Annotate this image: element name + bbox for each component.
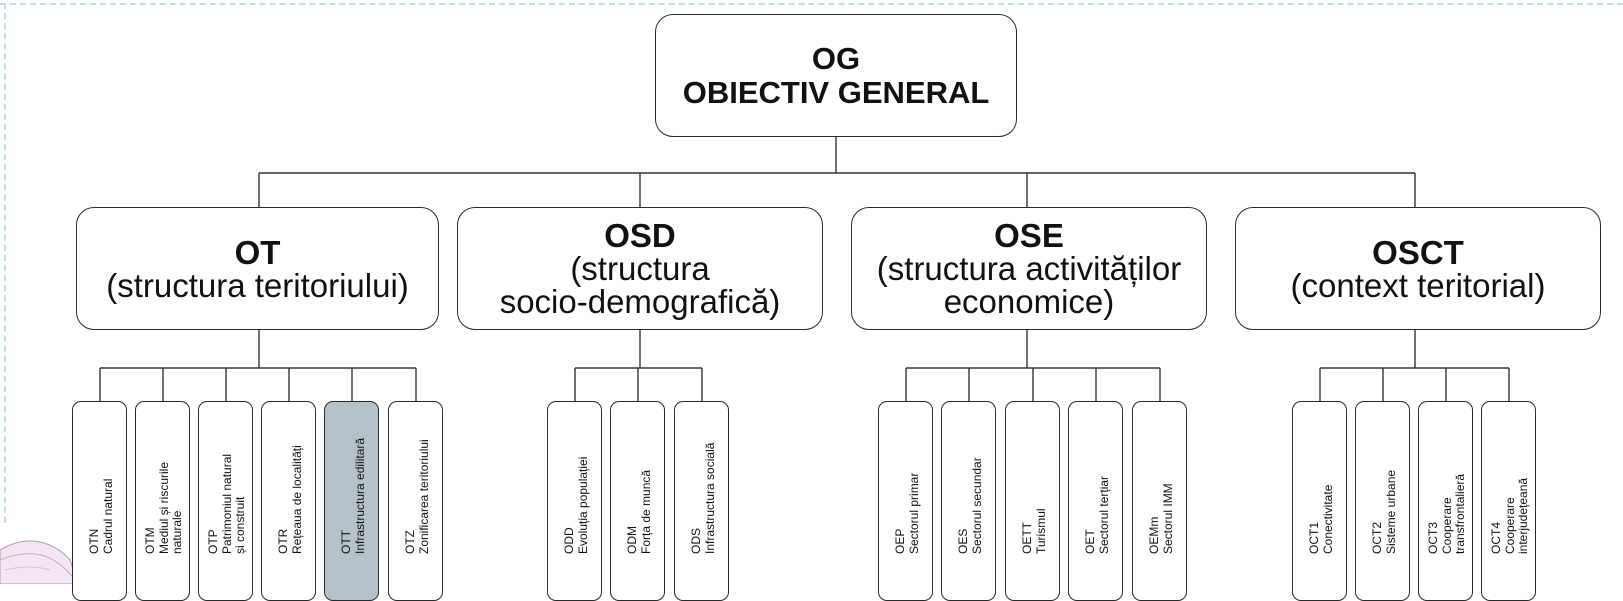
leaf-label: Conectivitate <box>1320 484 1334 554</box>
page-border-top <box>0 3 1623 5</box>
leaf-code: OTP <box>205 529 220 554</box>
leaf-code: OET <box>1082 529 1097 554</box>
leaf-code: OETT <box>1019 522 1034 554</box>
leaf-label: Sectorul secundar <box>969 457 983 554</box>
leaf-label: Forța de muncă <box>638 469 652 554</box>
group-code: OSCT <box>1372 233 1464 271</box>
leaf-label: Cooperare <box>1502 497 1517 554</box>
group-title: (context teritorial) <box>1290 266 1546 304</box>
leaf-label: Sectorul primar <box>906 472 920 554</box>
leaf-label: Patrimoniul natural <box>219 453 234 554</box>
group-code: OT <box>234 233 281 271</box>
leaf-label: Cooperare <box>1439 497 1454 554</box>
leaf-label: Infrastructura socială <box>702 442 716 554</box>
group-title-line2: socio-demografică) <box>499 283 781 320</box>
leaf-code: ODD <box>561 527 576 554</box>
root-title: OBIECTIV GENERAL <box>682 74 990 110</box>
group-title-line2: economice) <box>943 283 1115 320</box>
leaf-label: Sisteme urbane <box>1383 469 1397 554</box>
leaf-code: OTZ <box>402 530 417 554</box>
group-node-ot: OT (structura teritoriului) <box>76 207 439 330</box>
group-title: (structura teritoriului) <box>106 266 409 304</box>
map-fragment-image <box>0 540 79 584</box>
group-code: OSD <box>604 217 676 254</box>
leaf-label: Turismul <box>1033 508 1047 554</box>
leaf-code: ODM <box>624 526 639 554</box>
leaf-code: OEP <box>892 528 907 554</box>
group-node-osd: OSD (structura socio-demografică) <box>457 207 823 330</box>
leaf-code: ODS <box>688 527 703 554</box>
leaf-label: Rețeaua de localități <box>289 445 303 554</box>
page-border-left <box>4 3 6 523</box>
leaf-label-line2: transfrontalieră <box>1452 473 1467 554</box>
leaf-label: Zonificarea teritoriului <box>416 439 430 554</box>
leaf-label-line2: naturale <box>169 510 184 554</box>
leaf-label: Evoluția populației <box>575 456 589 554</box>
leaf-code: OES <box>955 528 970 554</box>
leaf-label: Cadrul natural <box>100 478 114 554</box>
root-node-og: OG OBIECTIV GENERAL <box>655 14 1017 137</box>
connector-lines <box>99 137 1510 401</box>
group-title: (structura <box>570 250 710 287</box>
leaf-label-line2: interjudețeană <box>1515 477 1530 554</box>
leaf-code: OTM <box>142 527 157 554</box>
group-code: OSE <box>994 217 1064 254</box>
leaf-label: Sectorul IMM <box>1160 483 1174 554</box>
group-node-ose: OSE (structura activităților economice) <box>851 207 1207 330</box>
leaf-code: OTN <box>86 528 101 554</box>
leaf-code: OTT <box>338 530 353 554</box>
group-title: (structura activităților <box>876 250 1182 287</box>
leaf-code: OTR <box>275 528 290 554</box>
leaf-code: OCT1 <box>1306 521 1321 554</box>
root-code: OG <box>811 40 861 76</box>
leaf-code: OCT4 <box>1488 521 1503 554</box>
leaf-label-line2: și construit <box>232 496 247 554</box>
leaf-code: OEMm <box>1146 516 1161 554</box>
leaf-code: OCT3 <box>1425 521 1440 554</box>
leaf-label: Sectorul terțiar <box>1096 475 1110 554</box>
leaf-label: Mediul și riscurile <box>156 461 171 554</box>
leaf-label: Infrastructura edilitară <box>352 437 366 554</box>
group-node-osct: OSCT (context teritorial) <box>1235 207 1601 330</box>
leaf-code: OCT2 <box>1369 521 1384 554</box>
